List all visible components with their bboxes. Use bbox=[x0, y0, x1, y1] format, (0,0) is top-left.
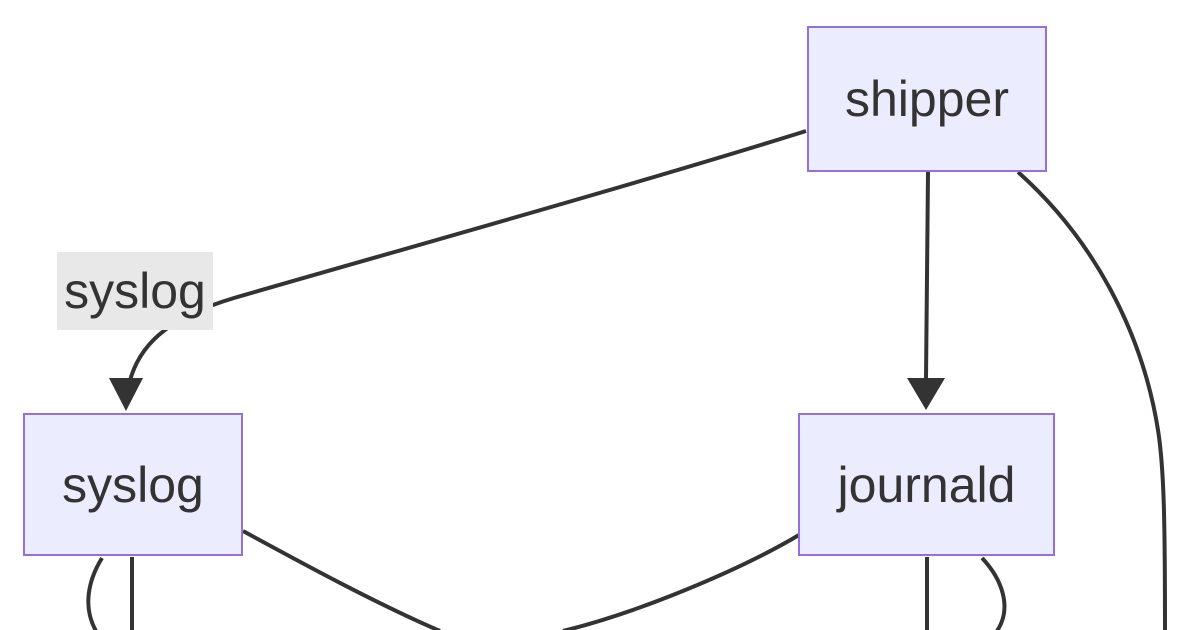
edge-label-text: syslog bbox=[64, 263, 206, 319]
node-syslog-label: syslog bbox=[62, 456, 204, 513]
edge-shipper-journald bbox=[924, 171, 930, 380]
edge-shipper-syslog-arrowhead bbox=[109, 378, 143, 411]
edge-shipper-syslog bbox=[125, 129, 807, 397]
node-shipper: shipper bbox=[807, 26, 1047, 172]
edge-syslog-loop bbox=[86, 556, 104, 630]
node-syslog: syslog bbox=[23, 413, 243, 556]
node-journald-label: journald bbox=[837, 456, 1016, 513]
node-journald: journald bbox=[798, 413, 1055, 556]
edge-shipper-journald-arrowhead bbox=[907, 378, 945, 410]
edge-journald-diagonal bbox=[562, 533, 801, 630]
edge-journald-loop bbox=[980, 556, 1007, 630]
node-shipper-label: shipper bbox=[845, 71, 1009, 127]
edge-syslog-diagonal bbox=[242, 529, 441, 630]
edge-shipper-offscreen-right bbox=[1016, 170, 1167, 630]
edge-label-syslog: syslog bbox=[57, 252, 213, 330]
